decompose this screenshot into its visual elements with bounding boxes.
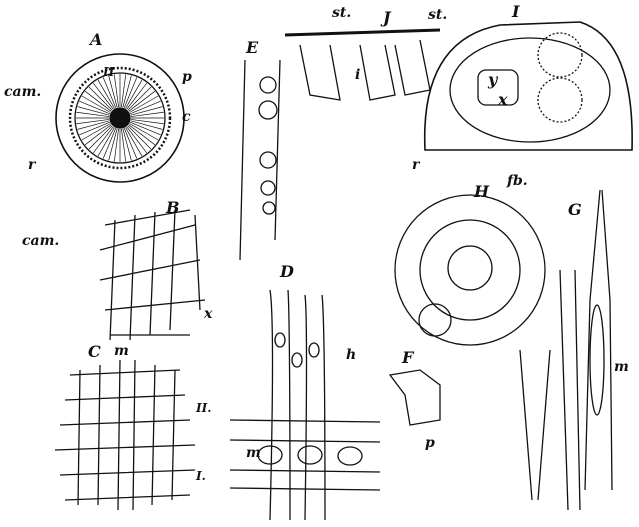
ray-line xyxy=(88,86,113,111)
panel-h-drawing xyxy=(394,194,546,346)
ray-line xyxy=(76,119,110,125)
ray-line xyxy=(128,124,156,146)
panel-c-label: C xyxy=(88,342,101,361)
panel-a-r-label: r xyxy=(28,157,36,173)
panel-a-label: A xyxy=(90,30,103,49)
ray-line xyxy=(108,128,118,161)
ray-line xyxy=(77,106,110,116)
panel-i-y-label: y xyxy=(488,70,498,89)
panel-j-drawing xyxy=(284,28,441,101)
panel-i-x-label: x xyxy=(498,90,508,109)
panel-b-drawing xyxy=(99,209,206,341)
ray-line xyxy=(121,128,127,162)
panel-g-m-label: m xyxy=(614,359,629,375)
panel-i-fb-label: fb. xyxy=(507,173,528,189)
panel-f-p-label: p xyxy=(425,435,435,451)
panel-d-m-label: m xyxy=(246,445,261,461)
ray-line xyxy=(92,126,114,154)
panel-j-st-label: st. xyxy=(332,5,352,21)
ray-line xyxy=(84,90,112,112)
panel-g-label: G xyxy=(568,200,582,219)
panel-e-drawing xyxy=(239,59,281,261)
ray-line xyxy=(122,128,132,161)
panel-e-label: E xyxy=(246,38,259,57)
panel-c-ii-label: II. xyxy=(196,401,212,415)
panel-d-label: D xyxy=(280,262,294,281)
ray-line xyxy=(122,75,132,108)
ray-line xyxy=(97,79,115,109)
panel-a-p-label: p xyxy=(182,69,192,85)
ray-line xyxy=(81,95,111,113)
panel-d-drawing xyxy=(229,289,381,521)
panel-g-drawing xyxy=(519,189,613,511)
panel-c-i-label: I. xyxy=(196,469,206,483)
panel-h-label: H xyxy=(474,182,490,201)
panel-a-inner-label: II xyxy=(103,65,115,79)
ray-line xyxy=(125,79,143,109)
ray-line xyxy=(130,106,163,116)
ray-line xyxy=(123,77,138,108)
ray-line xyxy=(130,111,164,117)
ray-line xyxy=(121,74,127,108)
ray-line xyxy=(97,127,115,157)
panel-c-m-label: m xyxy=(114,343,129,359)
ray-line xyxy=(130,120,163,130)
panel-j-label: J xyxy=(383,8,391,27)
panel-b-cam-label: cam. xyxy=(22,233,60,249)
panel-a-c-label: c xyxy=(182,109,191,125)
ray-line xyxy=(79,100,110,115)
ray-line xyxy=(125,127,143,157)
panel-b-x-label: x xyxy=(204,306,213,322)
ray-line xyxy=(129,123,159,141)
ray-line xyxy=(127,125,152,150)
ray-line xyxy=(77,120,110,130)
ray-line xyxy=(126,126,148,154)
ray-line xyxy=(113,128,119,162)
panel-b-label: B xyxy=(166,198,180,217)
panel-i-label: I xyxy=(512,2,520,21)
ray-line xyxy=(108,75,118,108)
ray-line xyxy=(128,90,156,112)
ray-line xyxy=(79,121,110,136)
ray-line xyxy=(102,77,117,108)
ray-line xyxy=(88,125,113,150)
ray-line xyxy=(127,86,152,111)
panel-c-drawing xyxy=(54,359,196,511)
panel-d-h-label: h xyxy=(346,347,357,363)
ray-line xyxy=(130,100,161,115)
ray-line xyxy=(123,128,138,159)
ray-line xyxy=(113,74,119,108)
ray-line xyxy=(81,123,111,141)
panel-j-i-label: i xyxy=(355,67,361,83)
panel-f-label: F xyxy=(402,348,414,367)
panel-f-drawing xyxy=(388,369,441,426)
panel-a-drawing xyxy=(55,53,185,183)
ray-line xyxy=(84,124,112,146)
ray-line xyxy=(126,82,148,110)
panel-a-cam-label: cam. xyxy=(4,84,42,100)
ray-line xyxy=(92,82,114,110)
panel-i-st-label: st. xyxy=(428,7,448,23)
panel-i-r-label: r xyxy=(412,157,420,173)
panel-i-drawing xyxy=(423,21,633,151)
ray-line xyxy=(129,95,159,113)
ray-line xyxy=(130,119,164,125)
ray-line xyxy=(130,121,161,136)
ray-line xyxy=(76,111,110,117)
ray-line xyxy=(102,128,117,159)
